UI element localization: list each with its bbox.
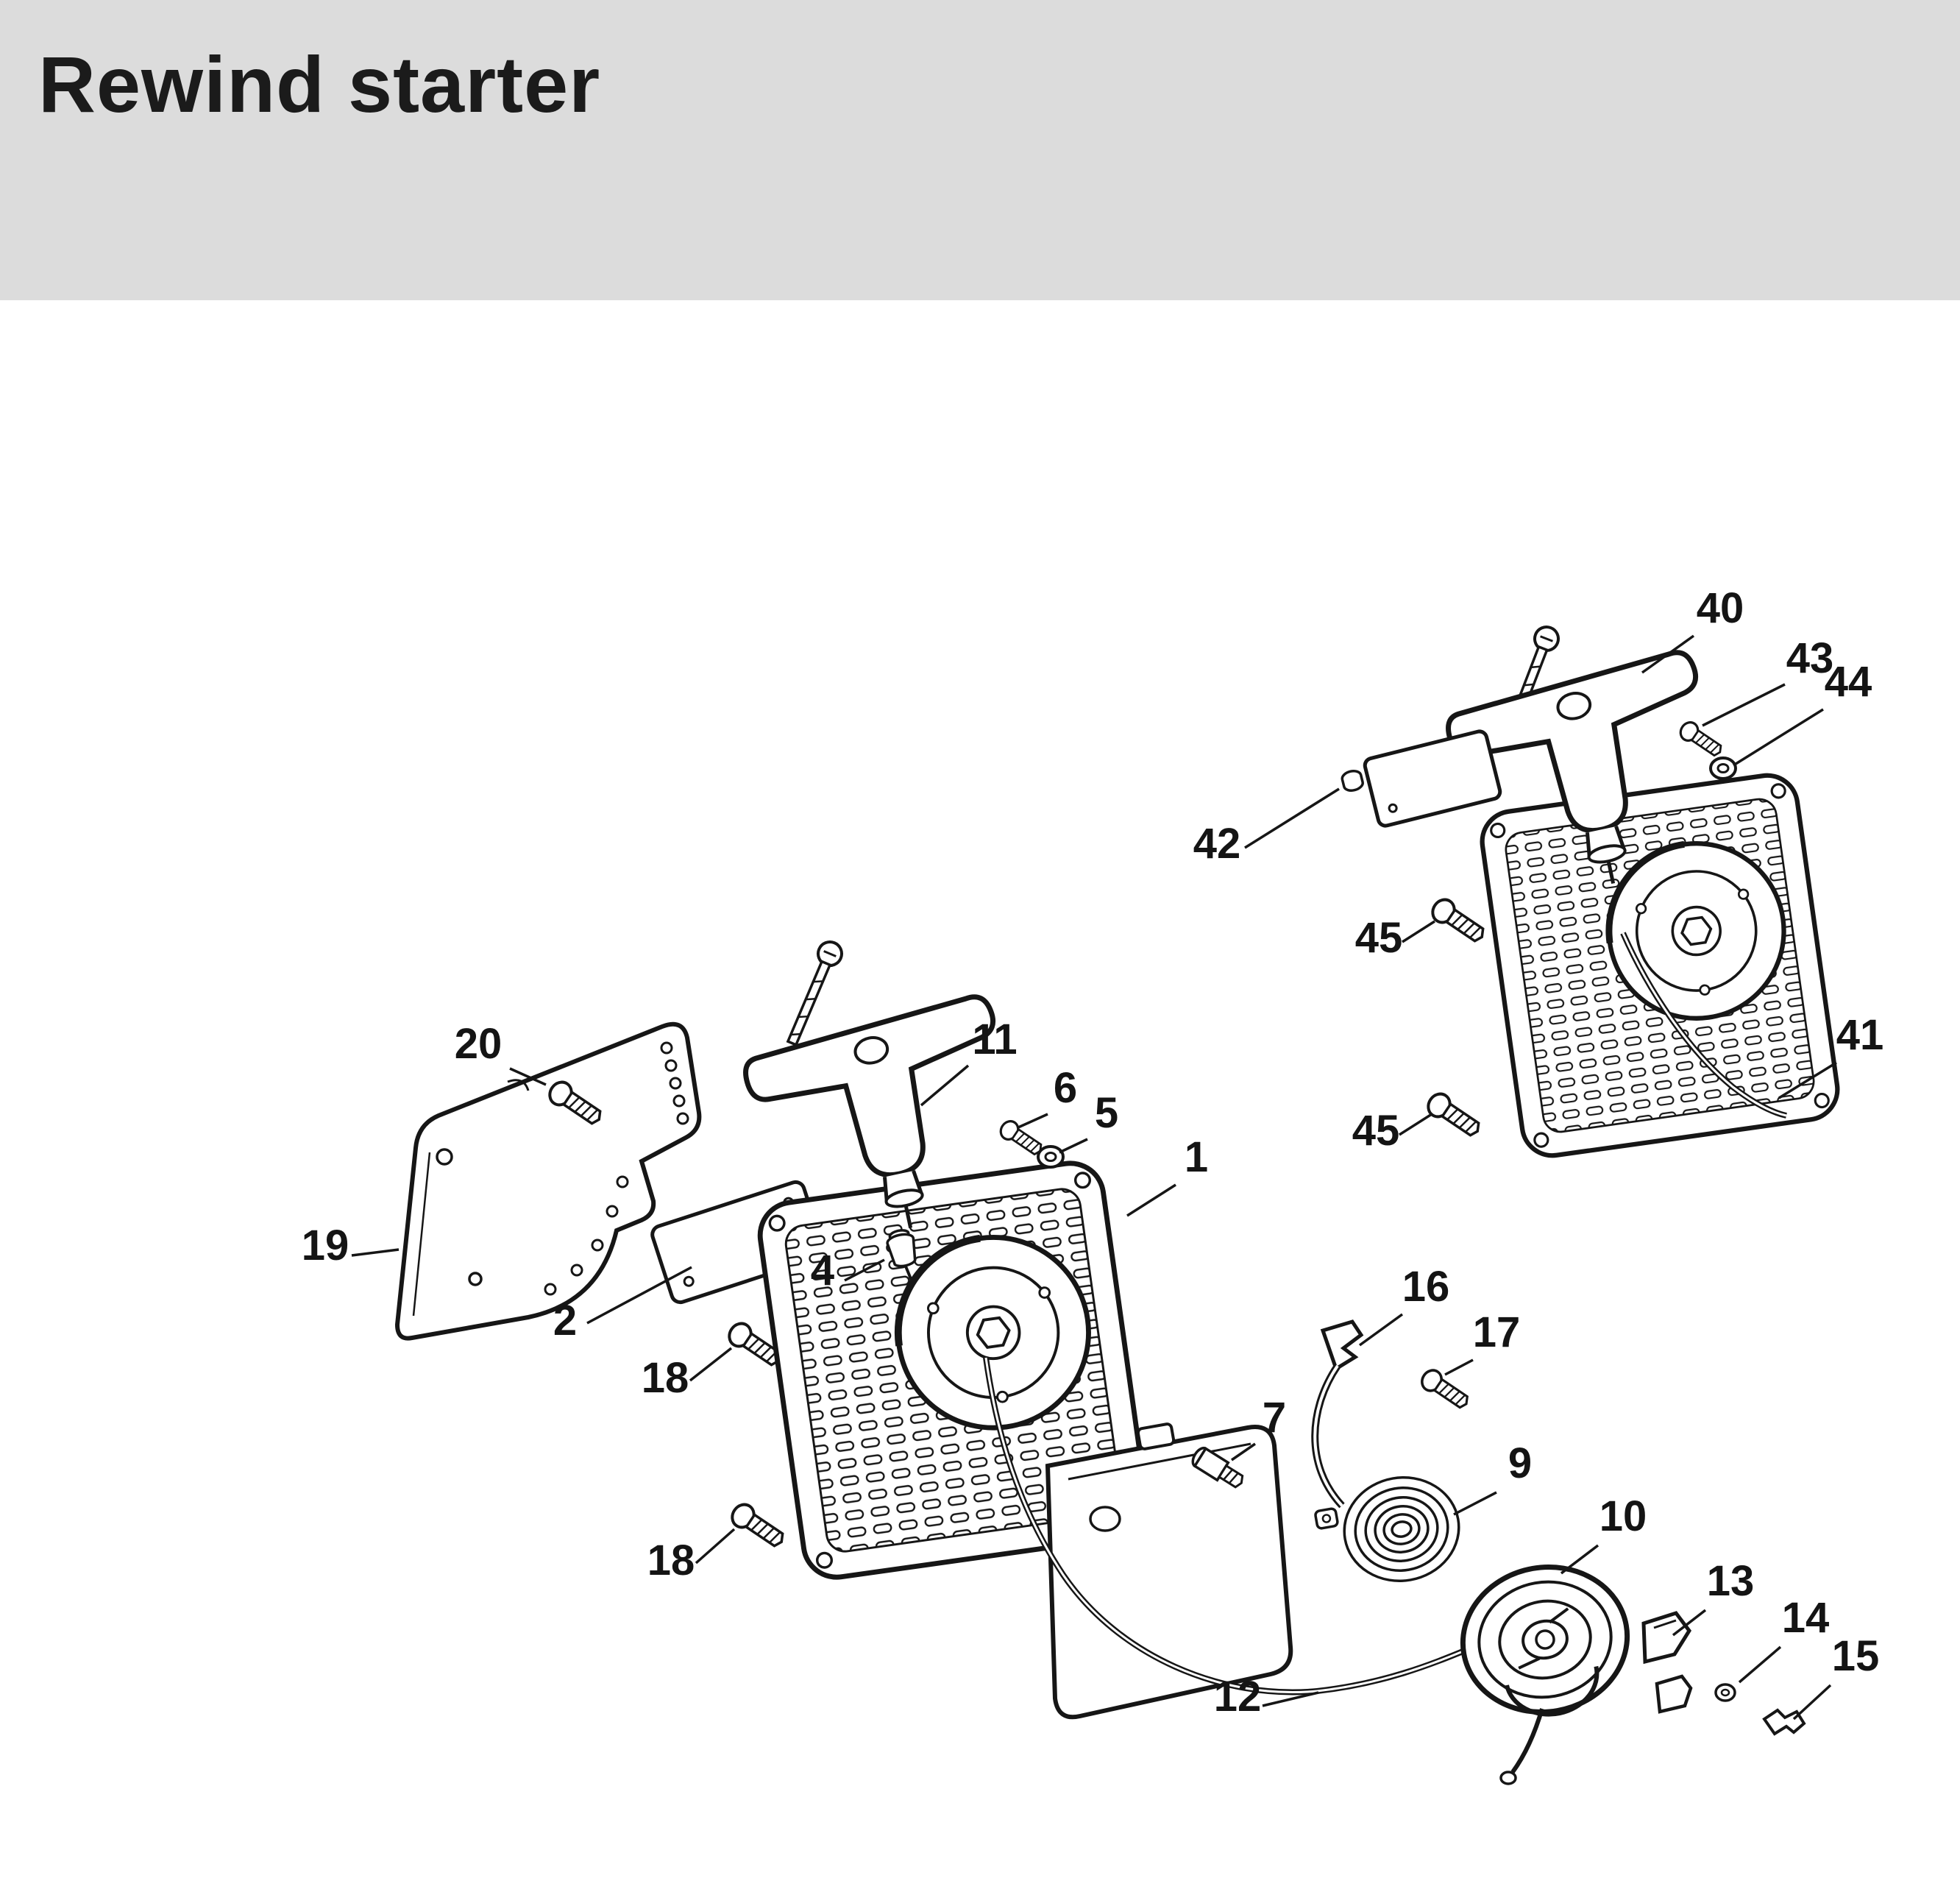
callout-label-42: 42 (1193, 820, 1241, 868)
header-band: Rewind starter (0, 0, 1960, 300)
stud-part-7 (1191, 1446, 1244, 1489)
cover-plate-right (1363, 729, 1502, 828)
callout-leader-43 (1702, 683, 1786, 727)
callout-leader-16 (1358, 1313, 1404, 1347)
callout-leader-41 (1778, 1061, 1837, 1099)
callout-label-45: 45 (1352, 1107, 1400, 1155)
callout-leader-13 (1672, 1609, 1707, 1637)
callout-label-4: 4 (811, 1247, 834, 1294)
rope-rotor-part-10 (1460, 1565, 1630, 1717)
callout-leader-6 (1018, 1113, 1048, 1129)
rewind-spring-part-9 (1314, 1475, 1460, 1583)
callout-leader-45 (1399, 1113, 1432, 1136)
rope-bushing-part-4 (886, 1229, 917, 1283)
callout-label-12: 12 (1214, 1673, 1262, 1721)
washer-part-14 (1714, 1683, 1736, 1702)
screw-part-45-lower (1422, 1088, 1486, 1143)
callout-leader-2 (586, 1266, 692, 1325)
starter-housing-right (1478, 771, 1841, 1159)
starter-rope-part-12 (983, 1357, 1471, 1695)
callout-label-43: 43 (1786, 634, 1834, 682)
callout-label-16: 16 (1402, 1263, 1450, 1311)
washer-part-44 (1709, 756, 1737, 780)
callout-leader-10 (1560, 1544, 1599, 1575)
pawl-part-13 (1641, 1611, 1693, 1714)
callout-leader-14 (1738, 1645, 1782, 1684)
callout-label-7: 7 (1263, 1394, 1286, 1442)
callout-leader-5 (1059, 1138, 1088, 1154)
callout-leader-17 (1444, 1358, 1474, 1376)
spring-clip-part-15 (1762, 1708, 1806, 1736)
screw-part-18-lower (726, 1498, 790, 1553)
callout-label-17: 17 (1473, 1308, 1521, 1356)
callout-leader-1 (1126, 1183, 1176, 1217)
callout-label-6: 6 (1054, 1064, 1077, 1112)
callout-label-44: 44 (1825, 658, 1872, 706)
callout-label-10: 10 (1599, 1492, 1647, 1540)
callout-leader-11 (920, 1064, 970, 1107)
screw-part-43 (1675, 717, 1727, 762)
hand-guard-part-19 (394, 1021, 702, 1341)
callout-label-2: 2 (553, 1297, 577, 1344)
callout-label-5: 5 (1095, 1089, 1118, 1137)
callout-label-14: 14 (1782, 1594, 1830, 1642)
screw-part-45-upper (1427, 893, 1491, 949)
callout-label-1: 1 (1185, 1133, 1208, 1181)
grommet-part-42 (1341, 769, 1364, 792)
callout-leader-12 (1262, 1691, 1319, 1707)
callout-label-20: 20 (455, 1020, 503, 1068)
callout-leader-7 (1231, 1442, 1256, 1461)
callout-leader-18 (689, 1347, 733, 1382)
washer-part-5 (1037, 1145, 1065, 1169)
callout-leader-15 (1792, 1684, 1832, 1721)
callout-label-13: 13 (1707, 1557, 1755, 1605)
callout-leader-4 (844, 1258, 885, 1282)
callout-leader-19 (351, 1248, 400, 1257)
page-title: Rewind starter (38, 40, 601, 129)
callout-label-40: 40 (1697, 584, 1744, 632)
callout-label-15: 15 (1832, 1632, 1880, 1680)
callout-label-11: 11 (972, 1016, 1017, 1063)
callout-label-18: 18 (647, 1537, 695, 1584)
callout-leader-44 (1733, 708, 1824, 767)
callout-leader-45 (1402, 920, 1435, 943)
callout-label-9: 9 (1508, 1439, 1532, 1487)
callout-leader-9 (1453, 1491, 1497, 1516)
spring-clip-part-16 (1311, 1319, 1364, 1509)
callout-leader-20 (509, 1067, 547, 1086)
callout-leader-40 (1641, 634, 1695, 674)
handle-screw-left (781, 938, 845, 1048)
fan-cover (1045, 1422, 1293, 1720)
callout-label-18: 18 (642, 1354, 689, 1402)
rope-part-41 (1620, 932, 1787, 1119)
callout-label-19: 19 (302, 1222, 349, 1269)
rope-end (1499, 1708, 1544, 1785)
callout-label-41: 41 (1836, 1011, 1884, 1059)
callout-label-45: 45 (1355, 914, 1403, 962)
callout-leader-42 (1244, 787, 1340, 849)
callout-leader-18 (695, 1528, 736, 1565)
